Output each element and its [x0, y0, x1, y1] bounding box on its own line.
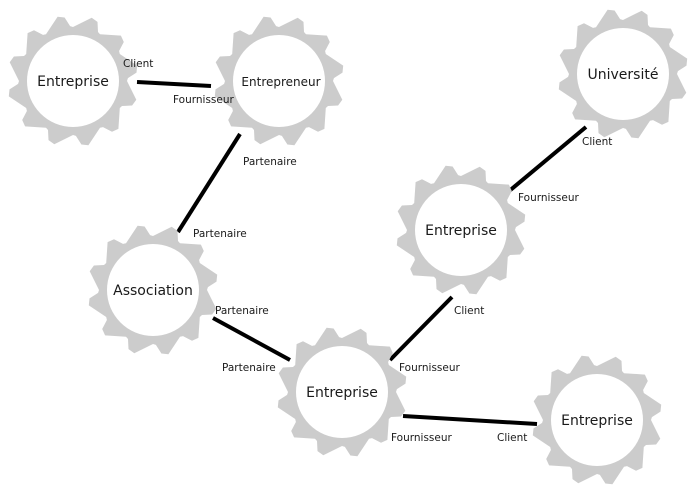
edge-entreprise3-entreprise4 [402, 414, 538, 426]
gear-hub [296, 346, 388, 438]
edge-universite-entreprise2 [500, 125, 588, 199]
gear-hub [107, 244, 199, 336]
edge-role-label: Fournisseur [518, 192, 580, 204]
edge-entreprise2-entreprise3 [388, 295, 454, 362]
node-label: Entrepreneur [241, 75, 320, 89]
node-label: Entreprise [306, 385, 378, 401]
edge-role-label: Client [582, 136, 612, 148]
node-association[interactable]: Association [88, 225, 218, 355]
edge-role-label: Partenaire [243, 156, 297, 168]
node-entreprise-2[interactable]: Entreprise [396, 165, 526, 295]
edge-role-label: Fournisseur [391, 432, 453, 444]
edge-entreprise1-entrepreneur [136, 80, 212, 88]
edge-role-label: Partenaire [215, 305, 269, 317]
edge-role-label: Client [497, 432, 527, 444]
edge-role-label: Fournisseur [173, 94, 235, 106]
gear-hub [551, 374, 643, 466]
gear-hub [415, 184, 507, 276]
node-entreprise-1[interactable]: Entreprise [8, 16, 138, 146]
edge-role-label: Partenaire [193, 228, 247, 240]
node-label: Association [113, 283, 193, 299]
edges-layer [136, 80, 588, 426]
edge-association-entreprise3 [212, 316, 291, 362]
node-label: Entreprise [561, 413, 633, 429]
edge-entrepreneur-association [176, 132, 242, 234]
edge-role-label: Client [454, 305, 484, 317]
gear-hub [27, 35, 119, 127]
edge-role-label: Fournisseur [399, 362, 461, 374]
nodes-layer: Entreprise Entrepreneur Université Entre… [8, 9, 688, 485]
edge-role-label: Partenaire [222, 362, 276, 374]
gear-hub [577, 28, 669, 120]
node-label: Entreprise [425, 223, 497, 239]
node-universite[interactable]: Université [558, 9, 688, 139]
gear-hub [233, 35, 325, 127]
edge-role-label: Client [123, 58, 153, 70]
node-label: Université [588, 67, 659, 83]
node-entrepreneur[interactable]: Entrepreneur [214, 16, 344, 146]
node-entreprise-3[interactable]: Entreprise [277, 327, 407, 457]
edge-labels-layer: Client Fournisseur Partenaire Partenaire… [123, 58, 612, 444]
node-entreprise-4[interactable]: Entreprise [532, 355, 662, 485]
node-label: Entreprise [37, 74, 109, 90]
